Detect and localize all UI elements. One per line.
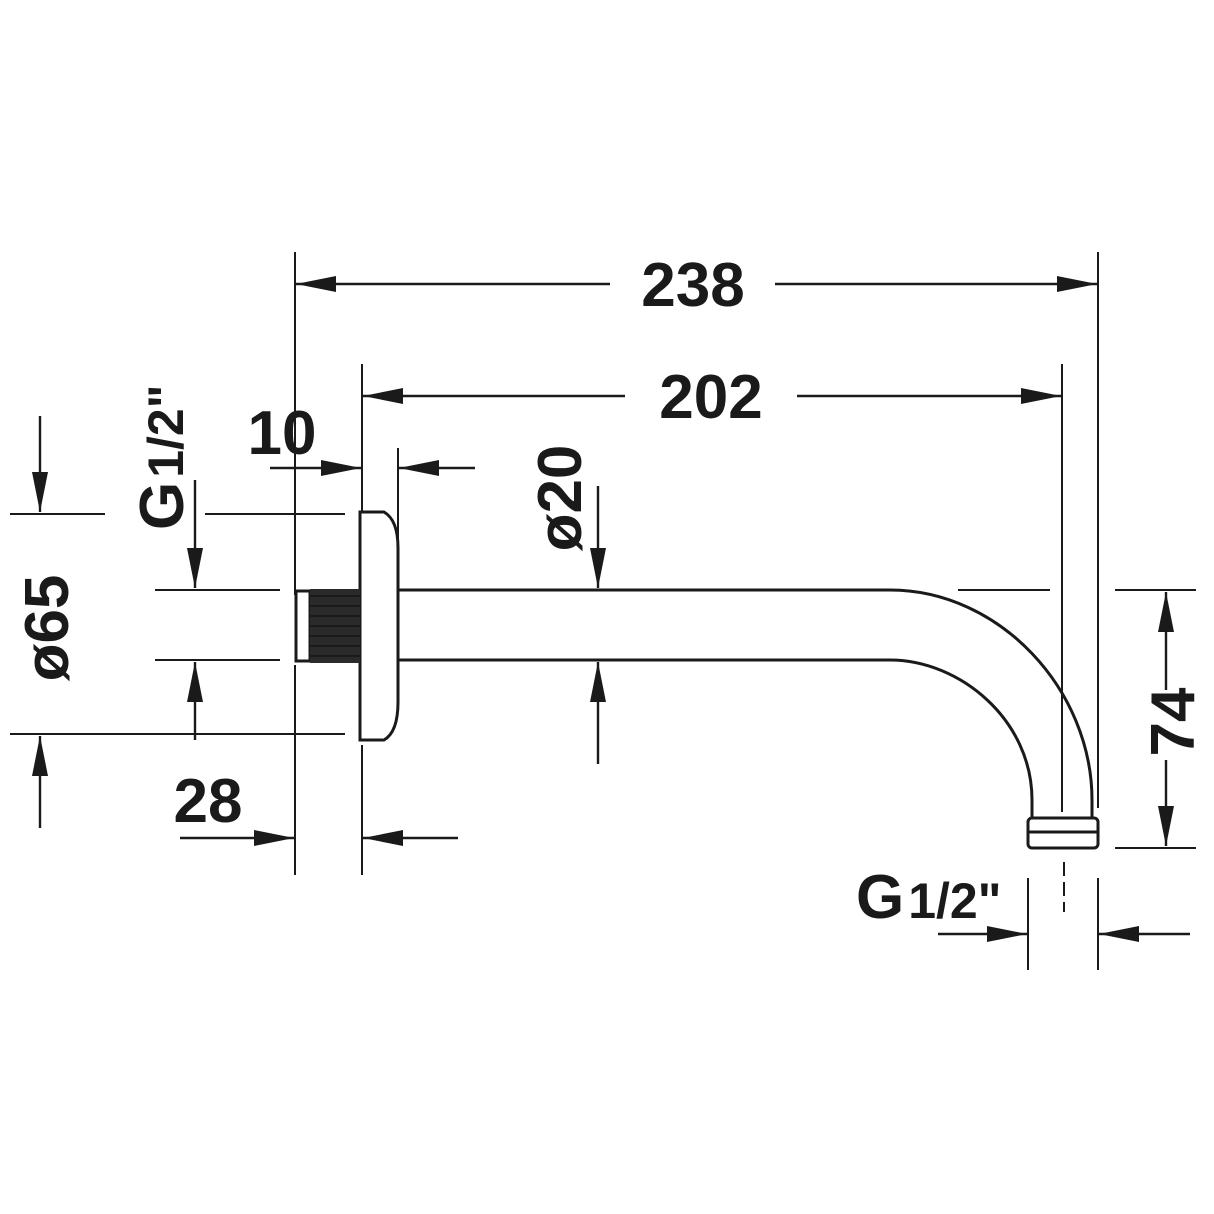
inlet-thread (310, 589, 360, 663)
overall-length-label: 238 (641, 251, 744, 320)
dimension-tube-diameter: ø20 (526, 445, 606, 764)
thread-length-label: 28 (174, 767, 243, 836)
dimension-overall-length: 238 (294, 251, 1099, 808)
inlet-thread-label: G1/2" (128, 385, 197, 530)
arm-length-label: 202 (659, 363, 762, 432)
shower-arm-part (294, 510, 1100, 912)
inlet-nipple (294, 589, 312, 663)
wall-flange (358, 510, 400, 742)
dimension-drop-height: 74 (958, 589, 1208, 849)
arm-tube-outer (398, 588, 1094, 818)
drop-height-label: 74 (1139, 687, 1208, 756)
outlet-thread-label: G1/2" (856, 863, 1001, 932)
dimension-thread-length: 28 (174, 665, 458, 875)
flange-diameter-label: ø65 (13, 575, 82, 682)
dimension-flange-thickness: 10 (248, 399, 475, 540)
flange-thickness-label: 10 (248, 399, 317, 468)
dimension-arm-length: 202 (361, 363, 1063, 812)
tube-diameter-label: ø20 (526, 445, 595, 552)
arm-tube-inner (398, 658, 1034, 818)
dimension-inlet-thread: G1/2" (128, 385, 280, 740)
dimension-flange-diameter: ø65 (10, 416, 345, 828)
dimension-outlet-thread: G1/2" (856, 863, 1190, 970)
